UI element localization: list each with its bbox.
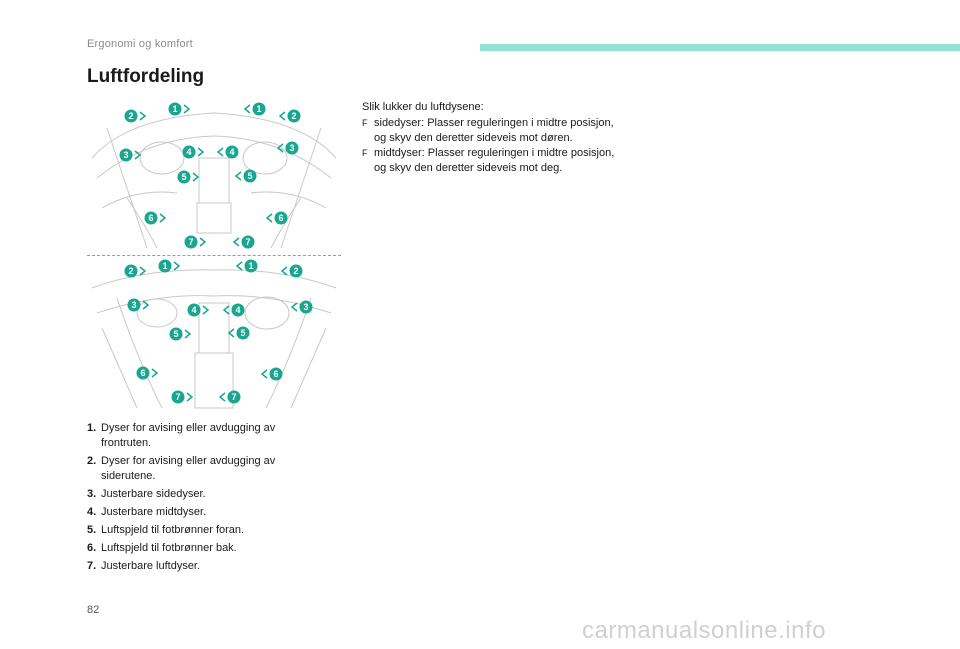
legend-item: 4.Justerbare midtdyser. <box>87 506 207 518</box>
page-title: Luftfordeling <box>87 66 205 87</box>
car-interior-diagram-rear-icon <box>91 269 337 409</box>
legend-item: 1.Dyser for avising eller avdugging av f… <box>87 422 276 449</box>
legend-item: 3.Justerbare sidedyser. <box>87 488 206 500</box>
instructions-intro: Slik lukker du luftdysene: <box>362 101 484 113</box>
diagram-divider <box>87 255 341 256</box>
watermark: carmanualsonline.info <box>582 617 826 644</box>
front-air-distribution-diagram <box>87 98 341 253</box>
legend-list: 1.Dyser for avising eller avdugging av f… <box>87 421 327 577</box>
page-number: 82 <box>87 604 100 616</box>
section-title: Ergonomi og komfort <box>87 38 193 50</box>
legend-item: 2.Dyser for avising eller avdugging av s… <box>87 455 276 482</box>
car-interior-diagram-front-icon <box>91 112 337 249</box>
legend-item: 7.Justerbare luftdyser. <box>87 560 201 572</box>
legend-item: 5.Luftspjeld til fotbrønner foran. <box>87 524 245 536</box>
section-accent-bar <box>480 44 960 51</box>
legend-item: 6.Luftspjeld til fotbrønner bak. <box>87 542 237 554</box>
bullet-icon: F <box>362 148 368 158</box>
rear-air-distribution-diagram <box>87 258 341 413</box>
bullet-icon: F <box>362 118 368 128</box>
